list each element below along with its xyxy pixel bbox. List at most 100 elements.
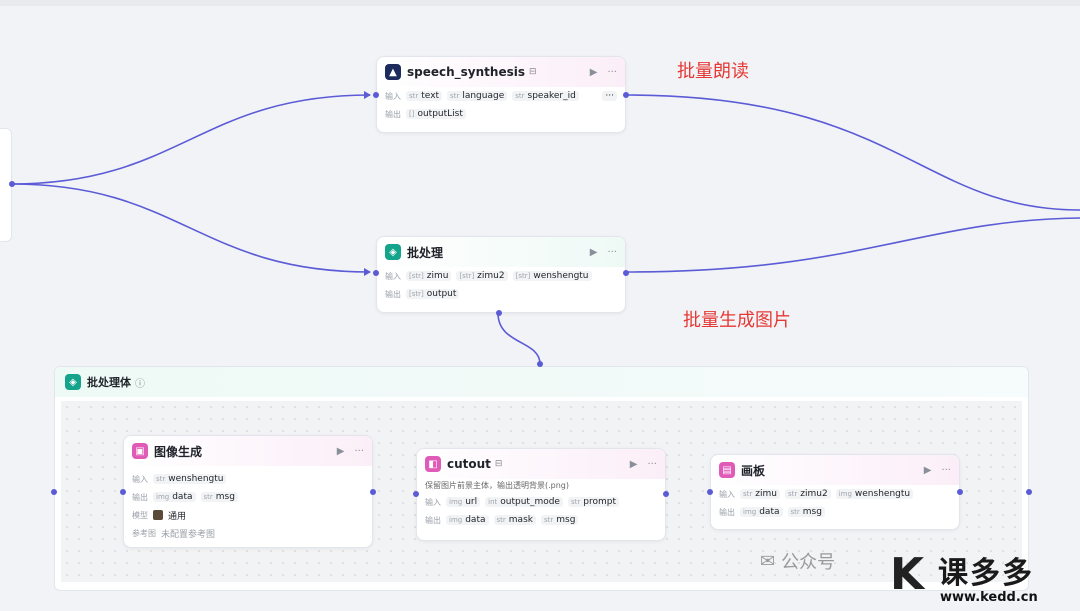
watermark: ✉ 公众号 [760,548,835,574]
batch-output-port[interactable] [623,270,629,276]
speech-output-port[interactable] [623,92,629,98]
cutout-icon: ◧ [425,456,441,472]
group-top-port[interactable] [537,361,543,367]
brand-url: www.kedd.cn [940,590,1038,605]
batch-node-title: 批处理 [407,245,444,260]
edge-speech-to-end [626,94,1080,211]
input-tag: [str]zimu2 [456,271,508,281]
watermark-text: 公众号 [781,552,836,573]
edge-batch-to-group [497,312,541,365]
output-label: 输出 [385,109,401,119]
cutout-description: 保留图片前景主体，输出透明背景(.png) [425,481,570,490]
node-info-icon: ⊟ [494,459,503,469]
more-icon[interactable]: ··· [647,458,657,470]
group-title: 批处理体 [87,376,131,389]
input-tag: [str]zimu [406,271,452,281]
edge-start-to-speech [11,94,371,185]
ref-value: 未配置参考图 [161,529,216,540]
input-label: 输入 [132,474,148,484]
group-header: ◈ 批处理体 ⓘ [55,367,1028,397]
info-icon[interactable]: ⓘ [135,378,145,390]
group-output-port[interactable] [1026,489,1032,495]
output-label: 输出 [425,515,441,525]
annotation-batch-read: 批量朗读 [677,61,749,82]
node-info-icon: ⊟ [529,67,537,77]
canvas-input-port[interactable] [707,489,713,495]
annotation-batch-image: 批量生成图片 [683,310,791,331]
play-icon[interactable]: ▶ [923,464,932,476]
top-bar [0,0,1080,6]
output-label: 输出 [132,492,148,502]
more-inputs-icon[interactable]: ··· [602,91,617,101]
image-gen-header: ▣ 图像生成 ▶ ··· [124,436,372,466]
more-icon[interactable]: ··· [941,464,951,476]
canvas-output-port[interactable] [957,489,963,495]
group-input-port[interactable] [51,489,57,495]
model-thumbnail-icon [153,510,163,520]
speech-node-title: speech_synthesis [407,65,525,79]
model-value: 通用 [168,511,187,522]
play-icon[interactable]: ▶ [336,445,345,457]
layers-icon: ◈ [385,244,401,260]
ref-label: 参考图 [132,528,156,538]
batch-node[interactable]: ◈ 批处理 ▶ ··· 输入 [str]zimu [str]zimu2 [str]… [373,236,629,316]
image-gen-title: 图像生成 [154,444,203,459]
edge-start-to-batch [11,183,371,273]
play-icon[interactable]: ▶ [629,458,638,470]
batch-node-header: ◈ 批处理 ▶ ··· [377,237,625,267]
brand-k-icon: K [890,549,925,600]
start-output-port[interactable] [9,181,15,187]
output-tag: []outputList [406,109,466,119]
input-label: 输入 [385,91,401,101]
cutout-title: cutout [447,457,491,471]
more-icon[interactable]: ··· [607,66,617,78]
batch-body-port[interactable] [496,310,502,316]
speech-input-port[interactable] [373,92,379,98]
input-label: 输入 [425,497,441,507]
play-icon[interactable]: ▶ [589,66,598,78]
image-gen-model-row: 模型 通用 [124,506,372,524]
batch-body-group[interactable]: ◈ 批处理体 ⓘ [51,366,1032,591]
speech-node-header: ▲ speech_synthesis ⊟ ▶··· [377,57,625,87]
cutout-node[interactable]: ◧ cutout ⊟ ▶ ··· 保留图片前景主体，输出透明背景(.png) 输入… [413,448,669,541]
brand-logo: K 课多多 www.kedd.cn [890,548,1080,611]
cutout-header: ◧ cutout ⊟ ▶ ··· [417,449,665,479]
play-icon[interactable]: ▶ [589,246,598,258]
more-icon[interactable]: ··· [607,246,617,258]
speech-outputs-row: 输出 []outputList [377,105,625,123]
canvas-header: ▤ 画板 ▶··· [711,455,959,485]
wechat-icon: ✉ [760,550,776,572]
batch-inputs-row: 输入 [str]zimu [str]zimu2 [str]wenshengtu [377,267,625,285]
canvas-icon: ▤ [719,462,735,478]
model-label: 模型 [132,510,148,520]
image-gen-output-port[interactable] [370,489,376,495]
image-gen-input-port[interactable] [120,489,126,495]
input-label: 输入 [719,489,735,499]
cutout-input-port[interactable] [413,491,419,497]
edge-batch-to-end [626,217,1080,273]
image-icon: ▣ [132,443,148,459]
brand-name: 课多多 [938,556,1034,591]
more-icon[interactable]: ··· [354,445,364,457]
cutout-output-port[interactable] [663,491,669,497]
batch-input-port[interactable] [373,270,379,276]
